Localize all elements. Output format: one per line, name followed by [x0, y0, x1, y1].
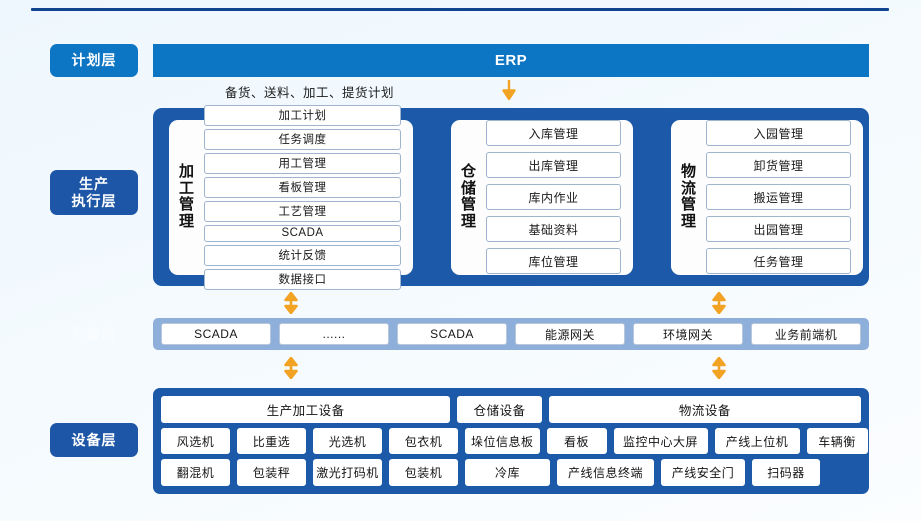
layer-label-execution: 生产 执行层	[50, 170, 138, 215]
equipment-chip[interactable]: 产线安全门	[661, 459, 745, 487]
arrow-updown-icon	[711, 357, 727, 379]
equipment-chip[interactable]: 风选机	[161, 427, 230, 455]
module-group-processing-items: 加工计划 任务调度 用工管理 看板管理 工艺管理 SCADA 统计反馈 数据接口	[204, 104, 401, 290]
module-group-warehouse: 仓储管理 入库管理 出库管理 库内作业 基础资料 库位管理	[451, 119, 633, 275]
aggregation-layer: SCADA ...... SCADA 能源网关 环境网关 业务前端机	[153, 318, 869, 350]
layer-label-equipment: 设备层	[50, 423, 138, 457]
layer-label-aggregation: 汇聚层	[50, 317, 138, 351]
equipment-chip[interactable]: 车辆衡	[806, 427, 868, 455]
equipment-chip[interactable]: 比重选	[237, 427, 306, 455]
module-chip[interactable]: 出库管理	[486, 152, 621, 178]
module-group-processing: 加工管理 加工计划 任务调度 用工管理 看板管理 工艺管理 SCADA 统计反馈…	[169, 104, 413, 290]
equipment-chip[interactable]: 产线上位机	[714, 427, 800, 455]
layer-label-plan-text: 计划层	[71, 52, 117, 68]
equipment-production-group-1: 风选机 比重选 光选机 包衣机	[161, 427, 458, 455]
arrow-updown-glyph	[284, 292, 298, 314]
module-chip[interactable]: 用工管理	[204, 152, 401, 174]
module-chip[interactable]: 入库管理	[486, 120, 621, 146]
arrow-updown-glyph	[284, 357, 298, 379]
module-group-logistics-items: 入园管理 卸货管理 搬运管理 出园管理 任务管理	[706, 120, 851, 274]
equipment-chip[interactable]: 冷库	[465, 459, 550, 487]
module-chip[interactable]: 库位管理	[486, 248, 621, 274]
arrow-down-icon	[502, 80, 516, 104]
module-chip[interactable]: 库内作业	[486, 184, 621, 210]
equipment-chip[interactable]: 光选机	[313, 427, 382, 455]
layer-label-execution-line1: 生产	[79, 175, 109, 192]
equipment-chip[interactable]: 扫码器	[752, 459, 820, 487]
layer-label-plan: 计划层	[50, 44, 138, 77]
module-chip[interactable]: 出园管理	[706, 216, 851, 242]
arrow-updown-glyph	[712, 292, 726, 314]
equipment-chip[interactable]: 看板	[546, 427, 607, 455]
module-group-logistics: 物流管理 入园管理 卸货管理 搬运管理 出园管理 任务管理	[671, 119, 863, 275]
arrow-updown-icon	[283, 292, 299, 314]
equipment-production-group-2: 翻混机 包装秤 激光打码机 包装机	[161, 459, 458, 487]
aggregation-chip[interactable]: 能源网关	[515, 323, 625, 345]
plan-flow-caption: 备货、送料、加工、提货计划	[225, 86, 395, 100]
module-chip[interactable]: 搬运管理	[706, 184, 851, 210]
module-chip[interactable]: 看板管理	[204, 176, 401, 198]
module-group-logistics-title: 物流管理	[680, 163, 696, 230]
module-group-warehouse-title: 仓储管理	[460, 163, 476, 230]
layer-label-execution-line2: 执行层	[71, 192, 117, 209]
module-chip[interactable]: SCADA	[204, 224, 401, 242]
equipment-chip[interactable]: 包装秤	[237, 459, 306, 487]
equipment-header-production: 生产加工设备	[161, 396, 451, 423]
equipment-header-warehouse: 仓储设备	[457, 396, 542, 423]
erp-title: ERP	[494, 52, 528, 69]
layer-label-equipment-text: 设备层	[71, 431, 117, 448]
equipment-row-2: 翻混机 包装秤 激光打码机 包装机 冷库 产线信息终端 产线安全门 扫码器	[161, 459, 861, 487]
aggregation-chip[interactable]: SCADA	[161, 323, 271, 345]
equipment-row-1: 风选机 比重选 光选机 包衣机 垛位信息板 看板 监控中心大屏 产线上位机 车辆…	[161, 427, 868, 455]
aggregation-chip[interactable]: 环境网关	[633, 323, 743, 345]
module-chip[interactable]: 数据接口	[204, 268, 401, 290]
arrow-down-glyph	[502, 80, 516, 101]
equipment-chip[interactable]: 翻混机	[161, 459, 230, 487]
equipment-logistics-group-1: 看板 监控中心大屏 产线上位机 车辆衡	[546, 427, 868, 455]
equipment-logistics-group-2: 产线信息终端 产线安全门 扫码器	[557, 459, 820, 487]
module-chip[interactable]: 任务调度	[204, 128, 401, 150]
aggregation-chip[interactable]: SCADA	[397, 323, 507, 345]
module-chip[interactable]: 基础资料	[486, 216, 621, 242]
aggregation-chip[interactable]: ......	[279, 323, 389, 345]
equipment-chip[interactable]: 包装机	[389, 459, 458, 487]
equipment-chip[interactable]: 垛位信息板	[465, 427, 540, 455]
equipment-chip[interactable]: 产线信息终端	[557, 459, 654, 487]
production-execution-layer: 加工管理 加工计划 任务调度 用工管理 看板管理 工艺管理 SCADA 统计反馈…	[153, 104, 869, 290]
equipment-header-row: 生产加工设备 仓储设备 物流设备	[161, 396, 861, 423]
arrow-updown-glyph	[712, 357, 726, 379]
module-chip[interactable]: 工艺管理	[204, 200, 401, 222]
module-group-processing-title: 加工管理	[178, 163, 194, 230]
module-group-warehouse-items: 入库管理 出库管理 库内作业 基础资料 库位管理	[486, 120, 621, 274]
erp-banner: ERP	[153, 44, 869, 77]
layer-label-aggregation-text: 汇聚层	[71, 325, 117, 342]
arrow-updown-icon	[711, 292, 727, 314]
equipment-chip[interactable]: 包衣机	[389, 427, 458, 455]
module-chip[interactable]: 统计反馈	[204, 244, 401, 266]
module-chip[interactable]: 卸货管理	[706, 152, 851, 178]
module-chip[interactable]: 任务管理	[706, 248, 851, 274]
equipment-chip[interactable]: 激光打码机	[313, 459, 382, 487]
equipment-header-logistics: 物流设备	[548, 396, 861, 423]
module-chip[interactable]: 入园管理	[706, 120, 851, 146]
equipment-chip[interactable]: 监控中心大屏	[613, 427, 708, 455]
equipment-layer: 生产加工设备 仓储设备 物流设备 风选机 比重选 光选机 包衣机 垛位信息板 看…	[153, 388, 869, 494]
header-divider	[31, 8, 889, 11]
module-chip[interactable]: 加工计划	[204, 104, 401, 126]
aggregation-chip[interactable]: 业务前端机	[751, 323, 861, 345]
arrow-updown-icon	[283, 357, 299, 379]
